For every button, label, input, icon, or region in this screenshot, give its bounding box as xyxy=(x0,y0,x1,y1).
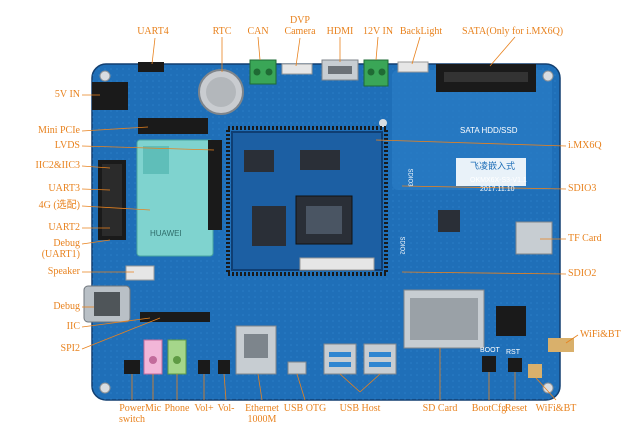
label-wifi-bt-top: WiFi&BT xyxy=(580,329,621,340)
label-phone: Phone xyxy=(164,403,190,414)
tf-card-slot xyxy=(515,221,553,255)
board-rst-print: RST xyxy=(506,349,520,356)
label-usb-host: USB Host xyxy=(339,403,381,414)
label-uart4: UART4 xyxy=(137,26,169,37)
label-uart2: UART2 xyxy=(48,222,80,233)
label-mic: Mic xyxy=(144,403,162,414)
label-vol-minus: Vol- xyxy=(217,403,235,414)
label-dvp: DVP xyxy=(289,15,310,26)
label-ethernet-1000m: 1000M xyxy=(247,414,277,425)
usb-host-2 xyxy=(363,343,397,375)
label-hdmi: HDMI xyxy=(326,26,354,37)
label-iic2-iic3: IIC2&IIC3 xyxy=(35,160,80,171)
reset-button xyxy=(508,358,522,372)
board-date: 2017.11.10 xyxy=(480,186,515,193)
label-sdio3: SDIO3 xyxy=(568,183,597,194)
backlight-connector xyxy=(397,61,429,73)
label-5v-in: 5V IN xyxy=(54,89,80,100)
label-power: Power xyxy=(119,403,145,414)
label-usb-otg: USB OTG xyxy=(283,403,327,414)
board-sdio2-print: SDIO2 xyxy=(398,236,405,255)
board-huawei-print: HUAWEI xyxy=(150,229,182,238)
label-bootcfg: BootCfg xyxy=(471,403,507,414)
label-iic: IIC xyxy=(66,321,80,332)
leader-lines xyxy=(81,36,579,401)
label-lvds: LVDS xyxy=(54,140,80,151)
board-brand: 飞凌嵌入式 xyxy=(470,161,516,171)
lvds-header xyxy=(208,140,222,230)
label-imx6q: i.MX6Q xyxy=(568,140,602,151)
antenna-connector xyxy=(528,364,542,378)
label-backlight: BackLight xyxy=(399,26,443,37)
usb-host-1 xyxy=(323,343,357,375)
label-tf-card: TF Card xyxy=(568,233,602,244)
label-debug-uart1: Debug xyxy=(53,238,80,249)
label-camera: Camera xyxy=(284,26,316,37)
label-can: CAN xyxy=(247,26,269,37)
label-uart3: UART3 xyxy=(48,183,80,194)
wifi-module xyxy=(496,306,526,336)
label-sd-card: SD Card xyxy=(422,403,458,414)
label-vol-plus: Vol+ xyxy=(194,403,214,414)
label-rtc: RTC xyxy=(212,26,232,37)
vol-minus-btn xyxy=(218,360,230,374)
dvp-connector xyxy=(281,63,313,75)
label-debug: Debug xyxy=(53,301,80,312)
dc-5v-jack xyxy=(92,82,128,110)
spi-header xyxy=(140,312,210,322)
label-debug-uart1-sub: (UART1) xyxy=(41,249,80,260)
label-sata: SATA(Only for i.MX6Q) xyxy=(462,26,564,37)
label-speaker: Speaker xyxy=(47,266,80,277)
board-boot-print: BOOT xyxy=(480,347,500,354)
label-reset: Reset xyxy=(504,403,528,414)
label-ethernet: Ethernet xyxy=(245,403,279,414)
uart4-header xyxy=(138,62,164,72)
usb-otg-port xyxy=(287,361,307,375)
label-spi2: SPI2 xyxy=(60,343,80,354)
speaker-connector xyxy=(125,265,155,281)
mini-pcie-slot xyxy=(138,118,208,134)
bootcfg-switch xyxy=(482,356,496,372)
board-sata-print: SATA HDD/SSD xyxy=(460,126,518,135)
label-mini-pcie: Mini PCIe xyxy=(38,125,80,136)
board-sdio3-print: SDIO3 xyxy=(406,168,413,187)
lvds-fpc xyxy=(299,257,375,271)
label-12v-in: 12V IN xyxy=(362,26,394,37)
power-switch-part xyxy=(124,360,140,374)
antenna-top xyxy=(548,338,574,352)
label-wifi-bt-bottom: WiFi&BT xyxy=(535,403,577,414)
label-sdio2: SDIO2 xyxy=(568,268,597,279)
label-4g: 4G (选配) xyxy=(38,200,80,211)
board-model: OKMX6X-S3-V1.1 xyxy=(470,177,527,184)
label-power-switch: switch xyxy=(118,414,146,425)
vol-plus-btn xyxy=(198,360,210,374)
